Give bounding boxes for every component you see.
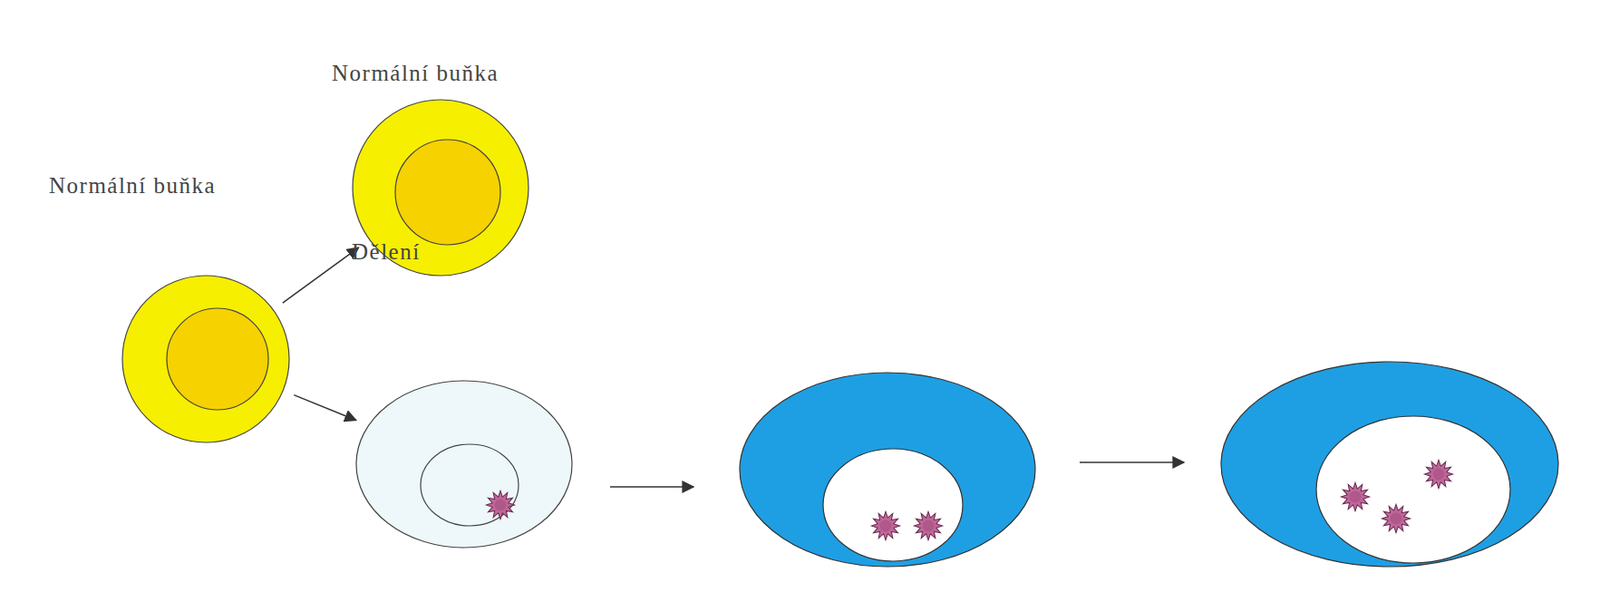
process-arrow (610, 485, 694, 488)
nucleus (395, 139, 501, 245)
division-arrow (293, 395, 357, 421)
nucleus (166, 308, 269, 410)
cell-label: Normální buňka (48, 172, 216, 200)
normal-cell: Normální buňka (121, 274, 291, 444)
infected-cell (1221, 361, 1559, 567)
cell-label: Dělení (351, 238, 421, 266)
dividing-cell: Dělení (355, 379, 573, 549)
cell-outline (121, 274, 291, 444)
division-arrow (282, 247, 359, 303)
process-arrow (1079, 461, 1184, 464)
cell-outline (355, 379, 573, 549)
infected-cell (739, 372, 1036, 567)
cell-label: Normální buňka (331, 59, 499, 88)
nucleus (420, 444, 519, 526)
virus (485, 490, 514, 519)
